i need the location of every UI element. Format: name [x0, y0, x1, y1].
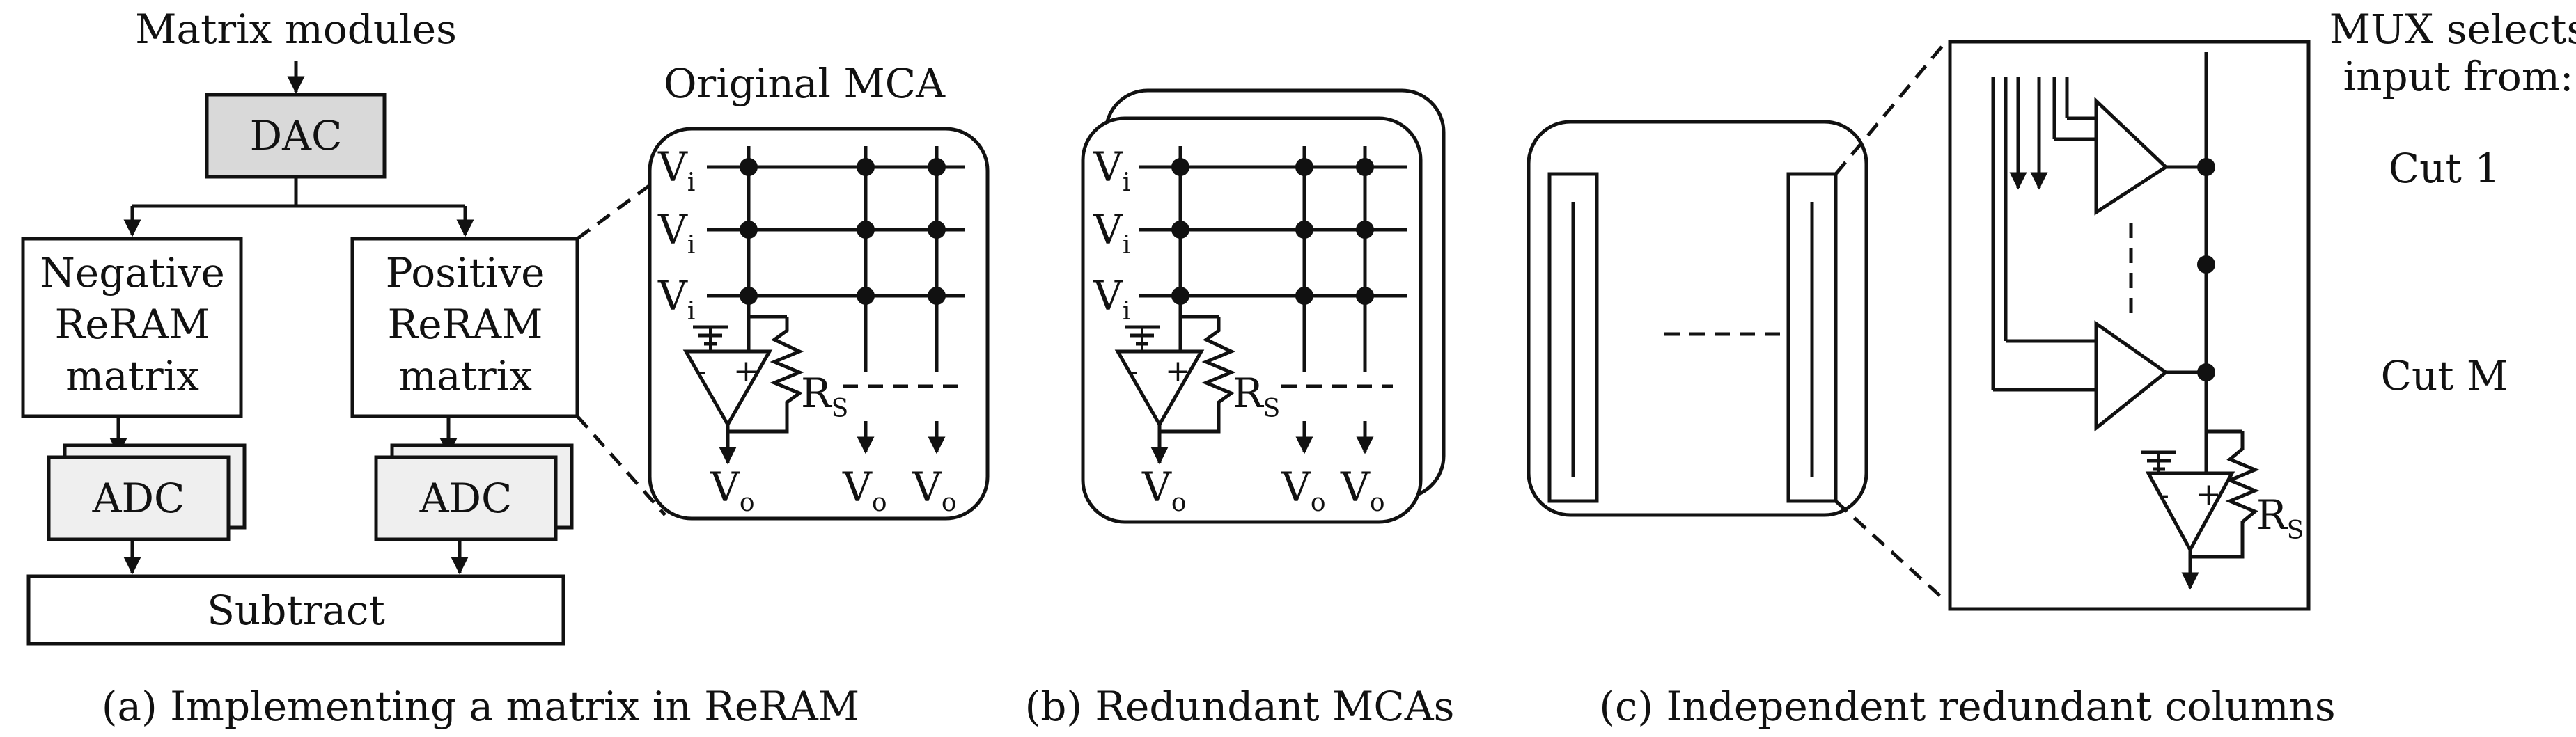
- positive-line-2: ReRAM: [388, 301, 543, 348]
- svg-text:-: -: [1128, 354, 1139, 389]
- caption-a: (a) Implementing a matrix in ReRAM: [102, 683, 859, 730]
- svg-text:+: +: [2196, 477, 2222, 512]
- original-mca: Original MCA Vi Vi Vi - + RS Vo: [648, 60, 990, 521]
- caption-c: (c) Independent redundant columns: [1599, 683, 2335, 730]
- svg-text:Vi: Vi: [1093, 143, 1130, 197]
- cut-m-label: Cut M: [2381, 352, 2508, 399]
- panel-b: Vi Vi Vi - + RS Vo Vo Vo: [1081, 88, 1446, 524]
- original-mca-label: Original MCA: [664, 60, 946, 107]
- vo-label-1: Vo: [710, 463, 755, 517]
- dac-label: DAC: [250, 112, 343, 159]
- adc-negative: [47, 455, 231, 541]
- vi-label-2: Vi: [657, 206, 695, 260]
- svg-text:-: -: [696, 354, 707, 389]
- adc-positive: [374, 455, 558, 541]
- negative-line-2: ReRAM: [55, 301, 210, 348]
- positive-reram-matrix: [350, 237, 579, 418]
- negative-line-3: matrix: [65, 352, 199, 399]
- subtract-label: Subtract: [207, 587, 385, 634]
- negative-line-1: Negative: [40, 249, 225, 296]
- svg-text:RS: RS: [1233, 370, 1280, 423]
- matrix-modules-label: Matrix modules: [135, 6, 457, 53]
- caption-b: (b) Redundant MCAs: [1025, 683, 1455, 730]
- subtract-block: [26, 574, 565, 646]
- adc-positive-label: ADC: [419, 475, 513, 522]
- svg-text:+: +: [733, 354, 759, 389]
- original-mca-frame: [648, 127, 990, 521]
- positive-line-3: matrix: [398, 352, 532, 399]
- cut-1-label: Cut 1: [2389, 145, 2500, 192]
- mux-detail: [1948, 40, 2311, 611]
- negative-reram-matrix: [21, 237, 243, 418]
- svg-text:Vo: Vo: [1340, 463, 1385, 517]
- adc-negative-label: ADC: [92, 475, 185, 522]
- svg-text:Vi: Vi: [1093, 272, 1130, 326]
- panel-a: Matrix modules DAC Negative ReRAM matrix…: [21, 6, 666, 646]
- mux-selects-line-1: MUX selects: [2329, 6, 2576, 53]
- svg-text:Vi: Vi: [1093, 206, 1130, 260]
- vo-label-3: Vo: [912, 463, 957, 517]
- positive-line-1: Positive: [386, 249, 545, 296]
- independent-columns-frame: [1527, 120, 1868, 517]
- mux-selects-line-2: input from:: [2343, 53, 2574, 100]
- rs-label: RS: [801, 370, 848, 423]
- vi-label-3: Vi: [657, 272, 695, 326]
- svg-text:Vo: Vo: [1281, 463, 1326, 517]
- svg-text:-: -: [2159, 477, 2169, 512]
- redundant-mca-frame: [1081, 116, 1423, 524]
- panel-c: - + RS MUX selects input from: Cut 1 Cut…: [1527, 6, 2576, 611]
- svg-text:Vo: Vo: [1141, 463, 1187, 517]
- vo-label-2: Vo: [842, 463, 887, 517]
- svg-text:+: +: [1165, 354, 1191, 389]
- vi-label-1: Vi: [657, 143, 695, 197]
- rs-label-mux: RS: [2256, 491, 2304, 545]
